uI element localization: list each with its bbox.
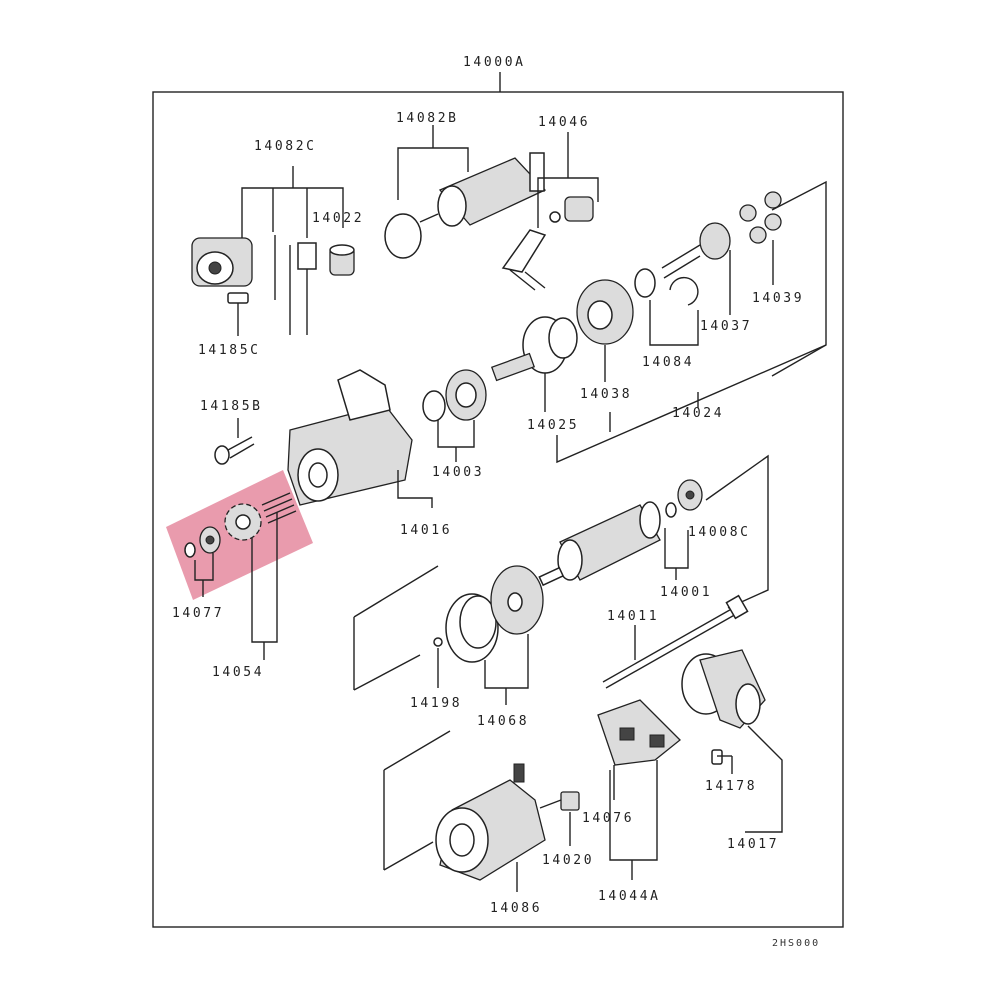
- label-14037: 14037: [700, 319, 752, 334]
- label-14003: 14003: [432, 465, 484, 480]
- part-14076[interactable]: [597, 699, 681, 766]
- part-14185C[interactable]: [227, 292, 249, 318]
- label-14076: 14076: [582, 811, 634, 826]
- label-14054: 14054: [212, 665, 264, 680]
- label-14016: 14016: [400, 523, 452, 538]
- label-14068: 14068: [477, 714, 529, 729]
- label-14077: 14077: [172, 606, 224, 621]
- label-14008C: 14008C: [688, 525, 751, 540]
- part-14008C[interactable]: [665, 479, 703, 518]
- label-14020: 14020: [542, 853, 594, 868]
- label-14025: 14025: [527, 418, 579, 433]
- part-14077[interactable]: [184, 526, 221, 558]
- part-14084[interactable]: [634, 268, 699, 306]
- label-14198: 14198: [410, 696, 462, 711]
- part-14025[interactable]: [490, 316, 578, 382]
- label-14046: 14046: [538, 115, 590, 130]
- part-14011[interactable]: [602, 594, 749, 689]
- part-14022[interactable]: [329, 244, 355, 276]
- part-14039[interactable]: [739, 191, 782, 244]
- label-14022: 14022: [312, 211, 364, 226]
- part-14046[interactable]: [501, 196, 594, 291]
- part-14082B[interactable]: [384, 152, 547, 259]
- part-14003[interactable]: [422, 369, 487, 422]
- part-14185B[interactable]: [214, 436, 255, 465]
- part-14001[interactable]: [538, 501, 661, 587]
- label-14001: 14001: [660, 585, 712, 600]
- part-14020[interactable]: [539, 791, 580, 811]
- part-14037[interactable]: [661, 222, 731, 279]
- label-14017: 14017: [727, 837, 779, 852]
- label-14178: 14178: [705, 779, 757, 794]
- label-14185C: 14185C: [198, 343, 261, 358]
- label-14185B: 14185B: [200, 399, 263, 414]
- part-14086[interactable]: [435, 763, 546, 881]
- drawing-code-label: 2HS000: [772, 938, 820, 949]
- label-14024: 14024: [672, 406, 724, 421]
- label-14044A: 14044A: [598, 889, 661, 904]
- assembly-code-label: 14000A: [463, 55, 526, 70]
- label-14039: 14039: [752, 291, 804, 306]
- part-14082C[interactable]: [191, 235, 317, 335]
- label-14084: 14084: [642, 355, 694, 370]
- assembly-frame: [152, 91, 844, 928]
- part-14054[interactable]: [224, 492, 297, 541]
- label-14086: 14086: [490, 901, 542, 916]
- label-14038: 14038: [580, 387, 632, 402]
- part-14178[interactable]: [711, 749, 723, 765]
- part-14016[interactable]: [287, 369, 413, 506]
- part-14068[interactable]: [445, 565, 544, 663]
- part-14198[interactable]: [433, 637, 443, 647]
- part-14017[interactable]: [681, 649, 766, 729]
- label-14082B: 14082B: [396, 111, 459, 126]
- part-14038[interactable]: [576, 279, 634, 345]
- label-14011: 14011: [607, 609, 659, 624]
- label-14082C: 14082C: [254, 139, 317, 154]
